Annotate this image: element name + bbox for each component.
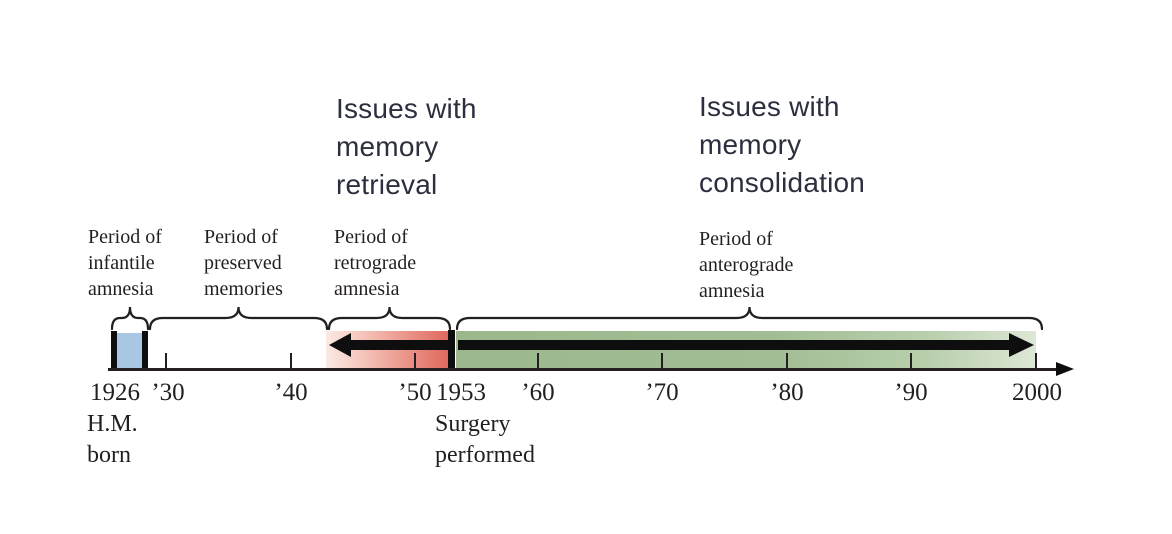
timeline-axis [108, 368, 1058, 371]
anterograde-amnesia-box [456, 331, 1036, 369]
memory-consolidation-header: Issues with memory consolidation [699, 91, 866, 199]
year-label-1980: ’80 [770, 379, 804, 406]
year-label-1953: 1953 [436, 379, 486, 406]
tick-1970 [661, 353, 663, 369]
year-label-1950: ’50 [398, 379, 432, 406]
tick-1960 [537, 353, 539, 369]
retrograde-arrow-head-icon [329, 333, 351, 357]
anterograde-arrow-head-icon [1009, 333, 1034, 357]
year-label-1926: 1926 [90, 379, 140, 406]
surgery-1953-marker [448, 330, 455, 370]
tick-1990 [910, 353, 912, 369]
retrograde-arrow-shaft [349, 340, 449, 350]
preserved-brace-icon [149, 305, 328, 331]
tick-1930 [165, 353, 167, 369]
tick-2000 [1035, 353, 1037, 369]
axis-arrowhead-icon [1056, 362, 1074, 376]
infantile-end-marker [142, 331, 148, 369]
year-label-1930: ’30 [151, 379, 185, 406]
preserved-memories-label: Period of preserved memories [204, 226, 283, 300]
year-label-2000: 2000 [1012, 379, 1062, 406]
infantile-amnesia-label: Period of infantile amnesia [88, 226, 162, 300]
year-label-1940: ’40 [274, 379, 308, 406]
year-label-1960: ’60 [521, 379, 555, 406]
retrograde-amnesia-label: Period of retrograde amnesia [334, 226, 417, 300]
tick-1940 [290, 353, 292, 369]
infantile-brace-icon [111, 305, 149, 331]
anterograde-brace-icon [456, 305, 1043, 331]
year-label-1970: ’70 [645, 379, 679, 406]
year-label-1990: ’90 [894, 379, 928, 406]
memory-retrieval-header: Issues with memory retrieval [336, 93, 477, 201]
infantile-amnesia-box [117, 333, 142, 369]
anterograde-arrow-shaft [458, 340, 1010, 350]
born-1926-marker [111, 331, 117, 369]
hm-born-label: H.M. born [87, 411, 138, 468]
tick-1950 [414, 353, 416, 369]
retrograde-brace-icon [328, 305, 451, 331]
tick-1980 [786, 353, 788, 369]
surgery-performed-label: Surgery performed [435, 411, 535, 468]
anterograde-amnesia-label: Period of anterograde amnesia [699, 228, 794, 302]
